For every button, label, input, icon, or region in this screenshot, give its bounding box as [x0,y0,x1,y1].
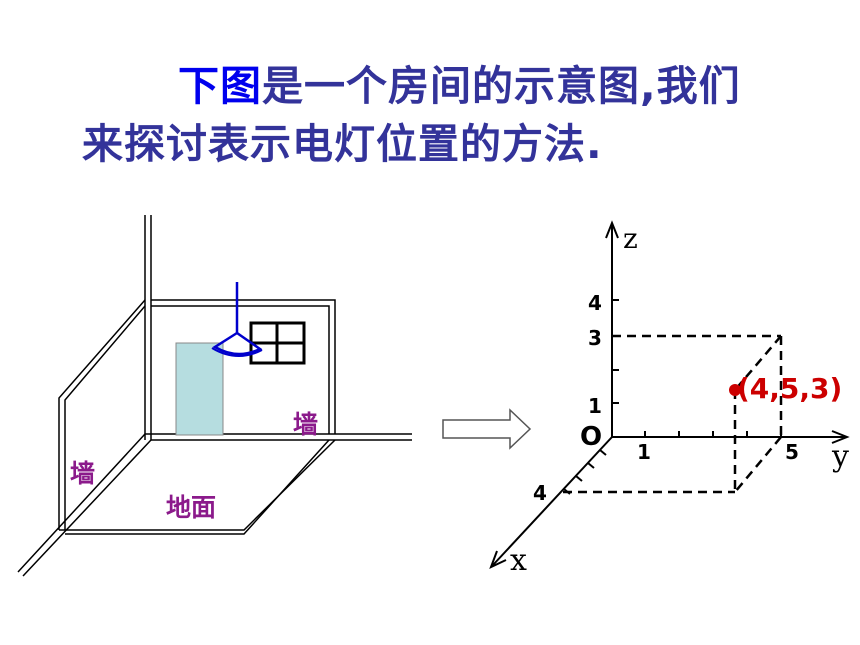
x-axis-label: x [510,543,527,578]
title-line-1-rest: 是一个房间的示意图,我们 [262,62,741,110]
window [249,321,306,365]
title-line-2: 来探讨表示电灯位置的方法. [82,120,603,168]
z-tick-label: 3 [588,326,602,350]
left-wall-panel [58,299,146,530]
coordinate-axes [489,220,850,569]
lamp [211,282,263,357]
z-axis-arrow-icon [605,220,619,239]
back-wall-label: 墙 [293,410,318,439]
point-coordinate-label: (4,5,3) [737,372,842,405]
lamp-point [729,384,741,396]
title-line-1: 下图是一个房间的示意图,我们 [178,52,741,112]
left-wall-label: 墙 [70,459,95,488]
origin-label: O [580,422,602,452]
floor-label: 地面 [166,493,216,522]
y-axis-label: y [831,439,849,474]
title-highlight: 下图 [178,62,262,110]
z-axis-label: z [623,222,638,255]
back-wall-panel [151,299,336,434]
door [175,342,224,436]
y-tick-label: 5 [785,440,799,464]
y-tick-label: 1 [637,440,651,464]
room-floor-left-edge [17,433,146,573]
x-axis [492,436,613,566]
z-tick-label: 4 [588,291,602,315]
x-axis-arrow-icon [489,550,507,569]
z-tick-label: 1 [588,394,602,418]
transform-arrow-icon [442,408,532,450]
coordinate-box [563,334,783,494]
floor-panel [59,439,336,531]
x-tick-label: 4 [533,481,547,505]
y-axis-arrow-icon [831,430,850,444]
